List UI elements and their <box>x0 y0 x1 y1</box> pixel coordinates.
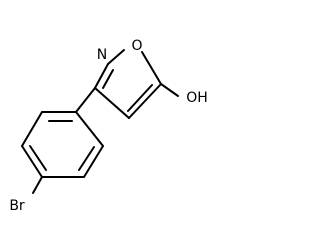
atom-oh-label: OH <box>186 90 208 106</box>
bond-ph-4 <box>21 145 43 178</box>
structure-canvas: N O OH Br <box>9 38 208 214</box>
bond-c4-c3 <box>94 87 130 119</box>
bond-o-c5 <box>141 51 162 85</box>
bond-ph-inner-3 <box>29 145 47 171</box>
bond-c5-c4-double <box>127 84 153 112</box>
atom-n-label: N <box>97 47 107 63</box>
bond-ph-1 <box>75 111 104 147</box>
bond-c5-oh <box>160 83 179 97</box>
atom-br-label: Br <box>9 198 25 214</box>
bond-c3-n <box>94 63 109 89</box>
bond-ph-5 <box>21 111 43 147</box>
bond-ph-br <box>32 176 43 194</box>
bond-n-o <box>107 49 125 65</box>
bond-ph-2 <box>83 145 104 178</box>
bond-c3-n-double <box>102 69 114 89</box>
atom-o-label: O <box>131 38 142 54</box>
bond-ph-inner-2 <box>78 146 95 171</box>
molecule-diagram: N O OH Br <box>9 38 208 214</box>
bond-c3-phenyl <box>75 87 96 113</box>
bond-c5-c4 <box>128 83 162 119</box>
